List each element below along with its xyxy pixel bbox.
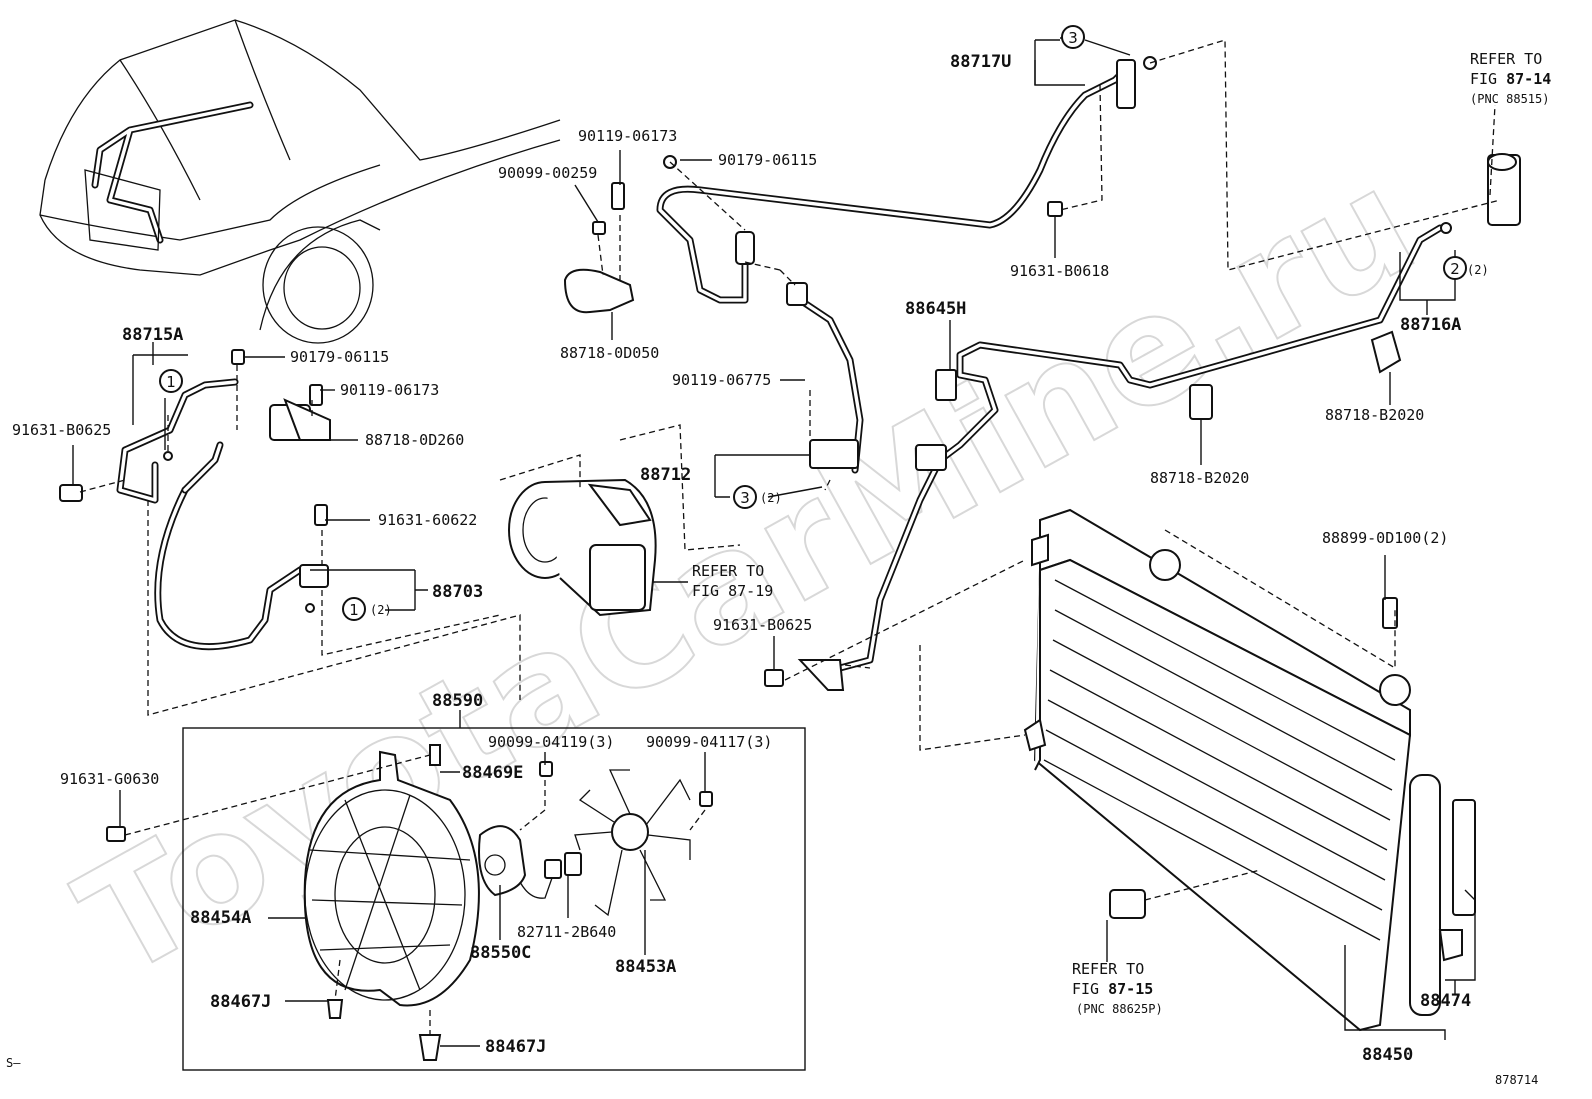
svg-text:1: 1 xyxy=(166,373,176,391)
label-88453A: 88453A xyxy=(615,957,676,977)
label-88550C: 88550C xyxy=(470,943,531,963)
svg-text:1: 1 xyxy=(349,601,359,619)
svg-text:FIG 87-14: FIG 87-14 xyxy=(1470,70,1551,88)
fan-assembly-box xyxy=(182,727,806,1071)
bracket-88718-0D050 xyxy=(563,182,635,314)
svg-text:3: 3 xyxy=(1068,29,1078,47)
left-hoses xyxy=(59,349,331,651)
label-88474: 88474 xyxy=(1420,991,1471,1011)
label-91631-G0630: 91631-G0630 xyxy=(60,770,159,788)
svg-text:3: 3 xyxy=(740,489,750,507)
dashed-lines xyxy=(79,39,1501,1035)
svg-text:(PNC 88515): (PNC 88515) xyxy=(1470,92,1549,106)
label-88703: 88703 xyxy=(432,582,483,602)
label-90099-04117: 90099-04117(3) xyxy=(646,733,772,751)
condenser-88450 xyxy=(1023,508,1476,1032)
label-88718-B2020-center: 88718-B2020 xyxy=(1150,469,1249,487)
label-88718-0D050: 88718-0D050 xyxy=(560,344,659,362)
circle-3-top: 3 xyxy=(1061,25,1085,49)
svg-text:FIG 87-15: FIG 87-15 xyxy=(1072,980,1153,998)
label-90179-06115-top: 90179-06115 xyxy=(718,151,817,169)
svg-text:2: 2 xyxy=(1450,260,1460,278)
fan-88453A xyxy=(574,769,691,917)
ref-fig-87-19: REFER TO FIG 87-19 xyxy=(692,562,773,600)
label-90119-06173-mid: 90119-06173 xyxy=(340,381,439,399)
label-91631-60622: 91631-60622 xyxy=(378,511,477,529)
upper-pipes xyxy=(656,56,1521,691)
ref-fig-87-14: REFER TO FIG 87-14 (PNC 88515) xyxy=(1470,50,1551,106)
qty-2-right: (2) xyxy=(1467,263,1489,277)
label-90099-04119: 90099-04119(3) xyxy=(488,733,614,751)
label-88712: 88712 xyxy=(640,465,691,485)
label-88645H: 88645H xyxy=(905,299,966,319)
label-88718-0D260: 88718-0D260 xyxy=(365,431,464,449)
label-90179-06115-mid: 90179-06115 xyxy=(290,348,389,366)
svg-text:REFER TO: REFER TO xyxy=(692,562,764,580)
fan-shroud-88454A xyxy=(303,750,480,1007)
svg-text:REFER TO: REFER TO xyxy=(1470,50,1542,68)
label-91631-B0618: 91631-B0618 xyxy=(1010,262,1109,280)
ref-fig-87-15: REFER TO FIG 87-15 (PNC 88625P) xyxy=(1072,960,1163,1016)
svg-text:(PNC 88625P): (PNC 88625P) xyxy=(1076,1002,1163,1016)
label-88717U: 88717U xyxy=(950,52,1011,72)
label-88715A: 88715A xyxy=(122,325,183,345)
label-90099-00259: 90099-00259 xyxy=(498,164,597,182)
label-91631-B0625-center: 91631-B0625 xyxy=(713,616,812,634)
leader-lines xyxy=(72,37,1476,1047)
svg-text:REFER TO: REFER TO xyxy=(1072,960,1144,978)
label-90119-06775: 90119-06775 xyxy=(672,371,771,389)
motor-88550C xyxy=(106,744,713,1061)
label-88716A: 88716A xyxy=(1400,315,1461,335)
label-88454A: 88454A xyxy=(190,908,251,928)
label-88467J-a: 88467J xyxy=(210,992,271,1012)
label-90119-06173-top: 90119-06173 xyxy=(578,127,677,145)
label-88718-B2020-right: 88718-B2020 xyxy=(1325,406,1424,424)
label-88467J-b: 88467J xyxy=(485,1037,546,1057)
label-88450: 88450 xyxy=(1362,1045,1413,1065)
qty-2-lower: (2) xyxy=(370,603,392,617)
circle-1-left: 1 xyxy=(159,369,183,393)
compressor xyxy=(508,478,657,617)
label-82711-2B640: 82711-2B640 xyxy=(517,923,616,941)
circle-1-lower: 1 xyxy=(342,597,366,621)
qty-2-mid: (2) xyxy=(760,491,782,505)
label-88469E: 88469E xyxy=(462,763,523,783)
figure-number: 878714 xyxy=(1495,1073,1538,1087)
part-labels: 88717U 90119-06173 90179-06115 90099-002… xyxy=(12,52,1471,1065)
vehicle-sketch xyxy=(39,19,561,344)
circle-2-right: 2 xyxy=(1443,256,1467,280)
circled-numbers: 3 2 3 1 1 xyxy=(159,25,1467,621)
label-88590: 88590 xyxy=(432,691,483,711)
svg-text:FIG 87-19: FIG 87-19 xyxy=(692,582,773,600)
circle-3-mid: 3 xyxy=(733,485,757,509)
label-88899-0D100: 88899-0D100(2) xyxy=(1322,529,1448,547)
footer-left-code: S– xyxy=(6,1056,21,1070)
label-91631-B0625-left: 91631-B0625 xyxy=(12,421,111,439)
